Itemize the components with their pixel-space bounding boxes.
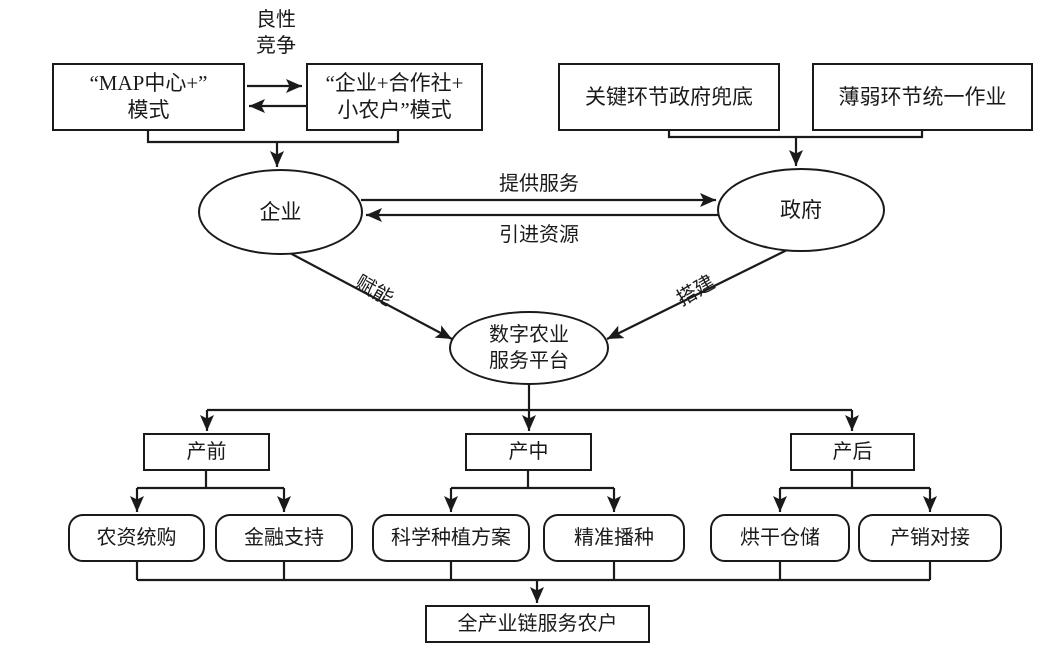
map-mode-box: “MAP中心+” 模式 <box>52 63 245 131</box>
coop-mode-line2: 小农户”模式 <box>337 98 452 122</box>
government-ellipse: 政府 <box>717 168 885 252</box>
enterprise-ellipse: 企业 <box>198 169 363 255</box>
map-mode-line2: 模式 <box>127 98 170 122</box>
service-box-financial-support: 金融支持 <box>215 514 353 562</box>
competition-line2: 竞争 <box>256 35 296 57</box>
platform-ellipse: 数字农业 服务平台 <box>449 311 609 385</box>
service-box-drying-storage: 烘干仓储 <box>710 514 850 562</box>
platform-line1: 数字农业 <box>489 324 569 346</box>
arrow-build <box>606 249 788 340</box>
bracket-left-modes <box>146 129 400 144</box>
arrow-empower <box>287 251 453 340</box>
gov-support-box: 关键环节政府兜底 <box>558 63 780 131</box>
map-mode-line1: “MAP中心+” <box>89 71 208 95</box>
competition-label: 良性 竞争 <box>242 7 310 59</box>
provide-services-label: 提供服务 <box>499 173 579 195</box>
service-box-sales-matching: 产销对接 <box>858 514 1002 562</box>
competition-line1: 良性 <box>256 9 296 31</box>
unified-ops-box: 薄弱环节统一作业 <box>812 63 1033 131</box>
coop-mode-box: “企业+合作社+ 小农户”模式 <box>306 63 483 131</box>
stage-pre-box: 产前 <box>143 433 270 471</box>
farmers-box: 全产业链服务农户 <box>425 605 650 643</box>
service-box-planting-plan: 科学种植方案 <box>372 514 530 562</box>
service-box-precision-seeding: 精准播种 <box>543 514 685 562</box>
service-box-agri-supply: 农资统购 <box>68 514 205 562</box>
stage-post-box: 产后 <box>790 433 915 471</box>
introduce-resources-label: 引进资源 <box>499 224 579 246</box>
platform-line2: 服务平台 <box>489 350 569 372</box>
stage-mid-box: 产中 <box>465 433 592 471</box>
coop-mode-line1: “企业+合作社+ <box>325 71 464 95</box>
